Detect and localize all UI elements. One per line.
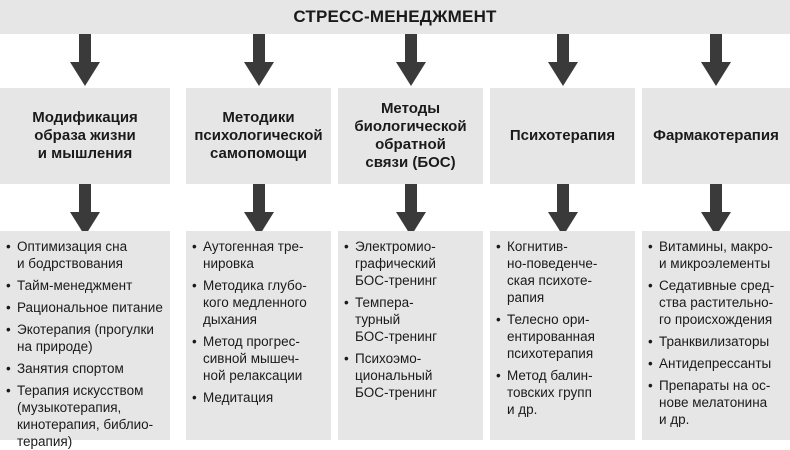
category-heading: Методы биологической обратной связи (БОС… [338,88,483,184]
list-item: • Медитация [192,389,329,406]
list-item-text: Аутогенная тре- нировка [203,239,304,271]
method-list-box: • Оптимизация сна и бодрствования • Тайм-ме… [0,231,170,449]
list-item: • Витамины, макро- и микроэлементы [648,238,788,272]
method-list: • Электромио- графический БОС-тренинг • Тем… [344,238,481,401]
bullet-icon: • [192,278,197,293]
method-list-box: • Витамины, макро- и микроэлементы • Седати… [642,231,790,440]
bullet-icon: • [6,361,11,376]
list-item: • Телесно ори- ентированная психотерапия [496,311,633,362]
diagram-title: СТРЕСС-МЕНЕДЖМЕНТ [293,7,497,26]
list-item: • Препараты на ос- нове мелатонина и др. [648,377,788,428]
category-heading: Психотерапия [490,88,635,184]
arrow-down-icon [701,184,731,236]
list-item-text: Метод балин- товских групп и др. [507,368,593,417]
list-item: • Темпера- турный БОС-тренинг [344,294,481,345]
list-item-text: Когнитив- но-поведенче- ская психоте- ра… [507,239,598,305]
title-bar: СТРЕСС-МЕНЕДЖМЕНТ [0,0,790,34]
method-list-box: • Аутогенная тре- нировка • Методика глубо-… [186,231,331,440]
category-heading: Методики психологической самопомощи [186,88,331,184]
arrow-down-icon [547,34,578,86]
arrow-down-icon [395,34,426,86]
list-item-text: Методика глубо- кого медленного дыхания [203,278,307,327]
bullet-icon: • [344,351,349,366]
category-heading: Модификация образа жизни и мышления [0,88,170,184]
list-item: • Экотерапия (прогулки на природе) [6,321,168,355]
method-list: • Оптимизация сна и бодрствования • Тайм-ме… [6,238,168,450]
list-item: • Рациональное питание [6,299,168,316]
arrow-down-icon [395,184,426,236]
list-item: • Тайм-менеджмент [6,277,168,294]
list-item: • Психоэмо- циональный БОС-тренинг [344,350,481,401]
list-item: • Оптимизация сна и бодрствования [6,238,168,272]
list-item-text: Терапия искусством (музыкотерапия, кинот… [17,383,154,449]
arrow-down-icon [701,34,731,86]
bullet-icon: • [648,278,653,293]
bullet-icon: • [192,239,197,254]
list-item: • Аутогенная тре- нировка [192,238,329,272]
bullet-icon: • [648,239,653,254]
list-item-text: Темпера- турный БОС-тренинг [355,295,438,344]
list-item-text: Телесно ори- ентированная психотерапия [507,312,595,361]
list-item-text: Седативные сред- ства растительно- го пр… [659,278,775,327]
list-item-text: Препараты на ос- нове мелатонина и др. [659,378,771,427]
method-list: • Витамины, макро- и микроэлементы • Седати… [648,238,788,428]
method-list-box: • Когнитив- но-поведенче- ская психоте- р… [490,231,635,440]
list-item: • Метод балин- товских групп и др. [496,367,633,418]
bullet-icon: • [344,239,349,254]
arrow-down-icon [243,184,274,236]
list-item-text: Психоэмо- циональный БОС-тренинг [355,351,438,400]
arrow-down-icon [70,184,100,236]
list-item: • Занятия спортом [6,360,168,377]
list-item-text: Транквилизаторы [659,334,770,349]
list-item: • Антидепрессанты [648,355,788,372]
list-item-text: Тайм-менеджмент [17,278,133,293]
bullet-icon: • [648,356,653,371]
list-item: • Методика глубо- кого медленного дыхания [192,277,329,328]
bullet-icon: • [6,383,11,398]
category-heading: Фармакотерапия [642,88,790,184]
list-item-text: Антидепрессанты [659,356,772,371]
bullet-icon: • [6,278,11,293]
list-item: • Транквилизаторы [648,333,788,350]
arrow-down-icon [70,34,100,86]
method-list: • Когнитив- но-поведенче- ская психоте- р… [496,238,633,418]
list-item-text: Занятия спортом [17,361,124,376]
bullet-icon: • [6,239,11,254]
bullet-icon: • [648,334,653,349]
list-item-text: Оптимизация сна и бодрствования [17,239,128,271]
bullet-icon: • [6,300,11,315]
bullet-icon: • [192,390,197,405]
list-item-text: Метод прогрес- сивной мышеч- ной релакса… [203,334,303,383]
bullet-icon: • [496,368,501,383]
bullet-icon: • [496,312,501,327]
list-item: • Метод прогрес- сивной мышеч- ной релакс… [192,333,329,384]
bullet-icon: • [192,334,197,349]
list-item: • Седативные сред- ства растительно- го п… [648,277,788,328]
list-item: • Когнитив- но-поведенче- ская психоте- р… [496,238,633,306]
bullet-icon: • [496,239,501,254]
bullet-icon: • [648,378,653,393]
bullet-icon: • [6,322,11,337]
list-item-text: Экотерапия (прогулки на природе) [17,322,154,354]
method-list: • Аутогенная тре- нировка • Методика глубо-… [192,238,329,406]
bullet-icon: • [344,295,349,310]
list-item-text: Электромио- графический БОС-тренинг [355,239,438,288]
list-item-text: Медитация [203,390,274,405]
list-item: • Электромио- графический БОС-тренинг [344,238,481,289]
list-item-text: Рациональное питание [17,300,163,315]
arrow-down-icon [547,184,578,236]
method-list-box: • Электромио- графический БОС-тренинг • Тем… [338,231,483,440]
arrow-down-icon [243,34,274,86]
list-item-text: Витамины, макро- и микроэлементы [659,239,773,271]
